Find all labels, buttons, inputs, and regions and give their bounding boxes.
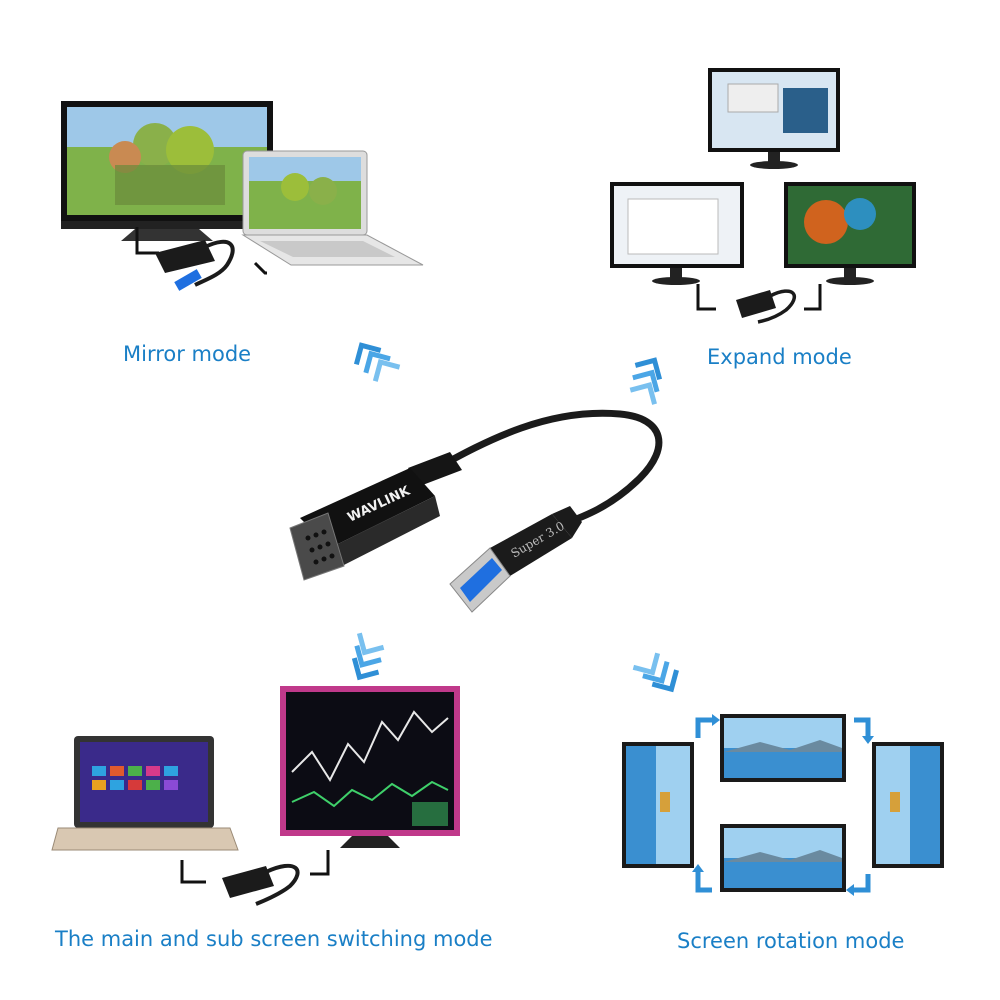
- chevron-down-icon: [632, 652, 679, 693]
- laptop-icon: [51, 736, 239, 851]
- usb-vga-adapter: WAVLINK Super 3.0: [289, 409, 663, 613]
- switching-mode-illustration: [51, 686, 460, 906]
- monitor-icon: [872, 742, 944, 868]
- mirror-mode-illustration: [61, 101, 424, 291]
- monitor-icon: [720, 824, 846, 892]
- rotation-mode-label: Screen rotation mode: [677, 929, 905, 953]
- mirror-mode-label: Mirror mode: [123, 342, 252, 366]
- tv-icon: [61, 101, 273, 241]
- mini-adapter-icon: [736, 289, 797, 324]
- chevron-up-icon: [353, 342, 401, 382]
- mini-adapter-icon: [155, 239, 235, 291]
- rotate-arrow-icon: [695, 717, 871, 893]
- monitor-icon: [622, 742, 694, 868]
- expand-mode-illustration: [610, 68, 916, 324]
- chevron-up-icon: [629, 357, 663, 405]
- switching-mode-label: The main and sub screen switching mode: [55, 927, 493, 951]
- usb-plug: Super 3.0: [449, 506, 582, 613]
- monitor-icon: [610, 182, 744, 285]
- monitor-icon: [720, 714, 846, 782]
- mini-adapter-icon: [222, 863, 300, 906]
- expand-mode-label: Expand mode: [707, 345, 852, 369]
- monitor-icon: [708, 68, 840, 169]
- chevron-down-icon: [351, 632, 385, 681]
- laptop-icon: [241, 150, 424, 266]
- monitor-icon: [280, 686, 460, 848]
- vga-port: [289, 512, 345, 581]
- vga-connector-body: WAVLINK: [300, 468, 440, 568]
- rotation-mode-illustration: [622, 714, 944, 896]
- monitor-icon: [784, 182, 916, 285]
- adapter-cable: [428, 409, 663, 530]
